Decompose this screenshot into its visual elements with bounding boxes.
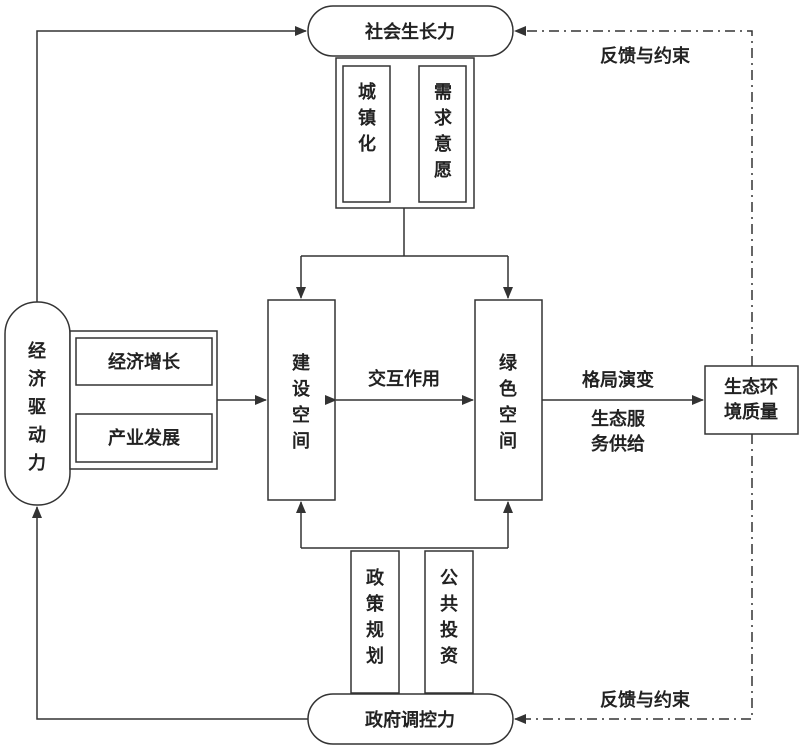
- urbanization-box: [342, 65, 391, 203]
- feedback-line-top: [514, 26, 753, 366]
- policy-char: 策: [366, 593, 385, 615]
- green-char: 色: [499, 378, 517, 400]
- economic-growth-box: [75, 337, 213, 386]
- industry-label: 产业发展: [108, 427, 181, 449]
- economic-char: 经: [28, 340, 46, 362]
- investment-char: 投: [440, 619, 458, 641]
- env-quality-line: 生态环: [724, 376, 778, 398]
- construction-char: 间: [292, 431, 310, 452]
- construction-char: 建: [292, 352, 310, 374]
- urbanization-char: 化: [358, 133, 376, 155]
- government-force-label: 政府调控力: [365, 709, 455, 731]
- economic-char: 驱: [28, 397, 46, 418]
- green-char: 间: [499, 431, 517, 452]
- pattern-label: 格局演变: [582, 369, 654, 391]
- urbanization-char: 镇: [358, 107, 376, 129]
- green-char: 绿: [499, 352, 518, 374]
- green-space-box: [474, 299, 543, 501]
- feedback-label-bottom: 反馈与约束: [600, 689, 691, 711]
- policy-box: [350, 550, 400, 694]
- investment-char: 共: [440, 594, 458, 615]
- economic-growth-label: 经济增长: [108, 351, 181, 373]
- arrow-economic-to-social: [36, 26, 307, 302]
- feedback-line-bottom: [514, 434, 753, 724]
- investment-char: 资: [440, 645, 458, 667]
- env-quality-box: [704, 365, 799, 435]
- demand-char: 求: [434, 107, 453, 129]
- construction-char: 设: [292, 379, 310, 400]
- arrow-government-to-economic: [32, 506, 308, 720]
- investment-char: 公: [440, 568, 458, 589]
- service-label-line: 生态服: [591, 408, 646, 430]
- policy-char: 政: [366, 567, 385, 589]
- economic-char: 动: [28, 425, 46, 446]
- demand-char: 意: [434, 133, 452, 155]
- economic-char: 力: [28, 453, 46, 474]
- construction-space-box: [267, 299, 336, 501]
- demand-char: 需: [434, 82, 452, 103]
- green-char: 空: [499, 404, 517, 426]
- policy-char: 划: [366, 645, 384, 667]
- interaction-label: 交互作用: [368, 368, 440, 390]
- economic-char: 济: [28, 368, 47, 390]
- demand-char: 愿: [434, 160, 452, 181]
- industry-box: [75, 413, 213, 463]
- service-label-line: 务供给: [591, 433, 645, 455]
- policy-char: 规: [366, 620, 384, 641]
- feedback-label-top: 反馈与约束: [600, 45, 691, 67]
- demand-box: [418, 65, 467, 203]
- investment-box: [424, 550, 474, 694]
- social-force-node: [307, 5, 514, 57]
- social-force-label: 社会生长力: [365, 21, 455, 43]
- urbanization-char: 城: [358, 81, 376, 103]
- construction-char: 空: [292, 404, 310, 426]
- env-quality-line: 境质量: [724, 401, 778, 423]
